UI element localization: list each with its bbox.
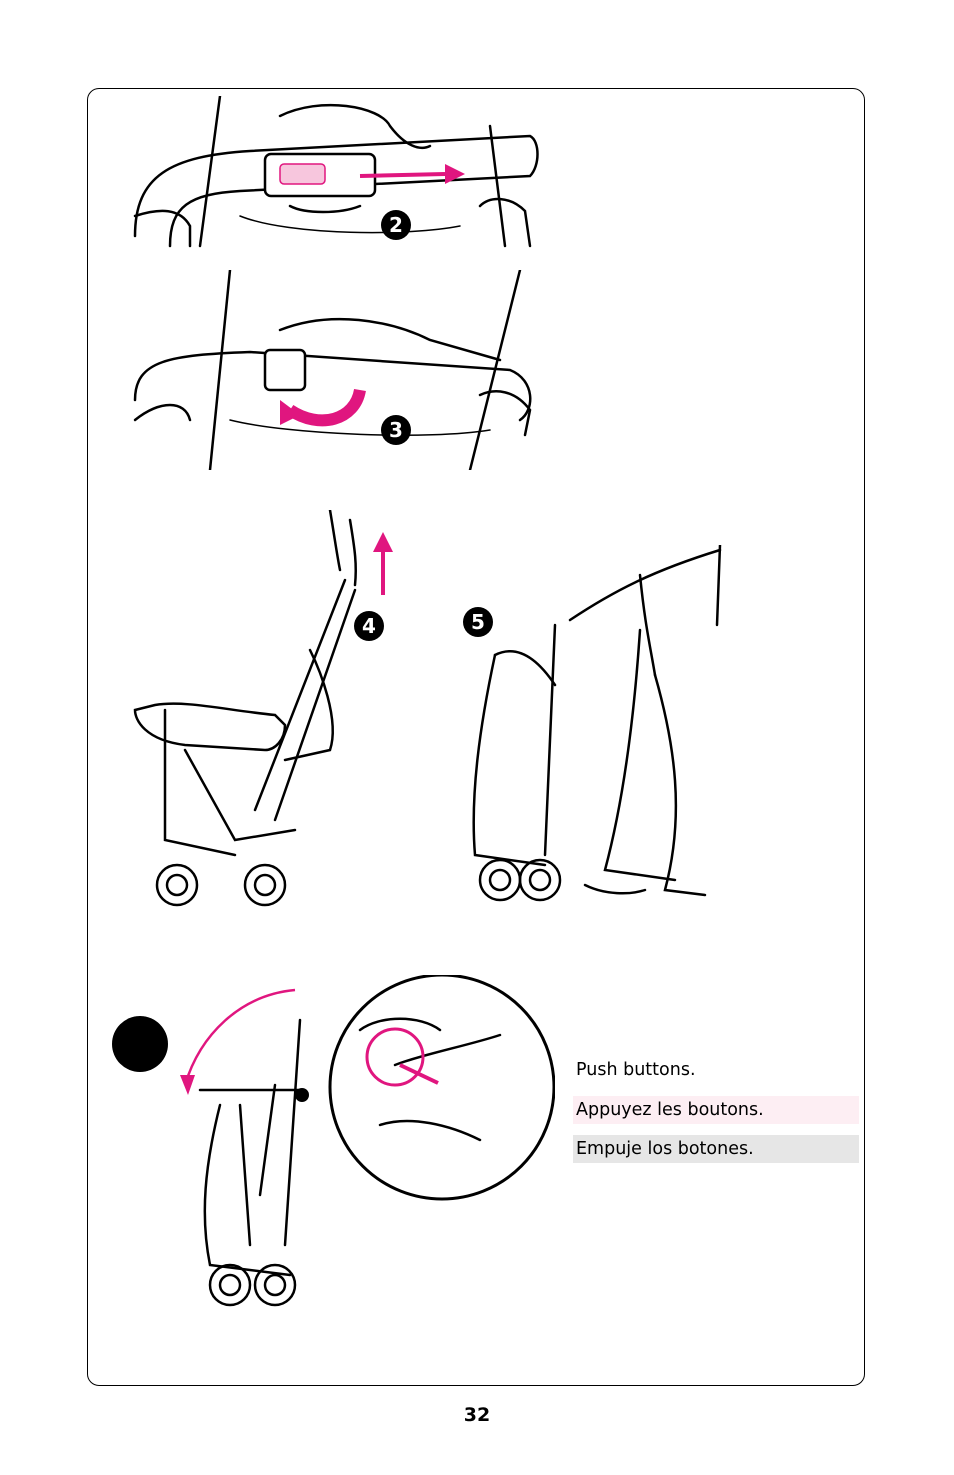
page-number: 32 xyxy=(463,1404,491,1426)
push-buttons-illustration xyxy=(180,975,555,1307)
lift-stroller-illustration xyxy=(133,510,393,907)
step-number-4: 4 xyxy=(354,611,384,641)
step-bullet xyxy=(112,1016,168,1072)
caption-english: Push buttons. xyxy=(576,1060,696,1080)
page-frame xyxy=(87,88,865,1386)
step-number-2: 2 xyxy=(381,210,411,240)
caption-spanish: Empuje los botones. xyxy=(573,1135,859,1163)
folded-stroller-illustration xyxy=(472,545,722,902)
caption-french: Appuyez les boutons. xyxy=(573,1096,859,1124)
step-number-5: 5 xyxy=(463,607,493,637)
handle-slide-illustration xyxy=(133,96,539,248)
handle-rotate-illustration xyxy=(133,270,532,470)
step-number-3: 3 xyxy=(381,415,411,445)
